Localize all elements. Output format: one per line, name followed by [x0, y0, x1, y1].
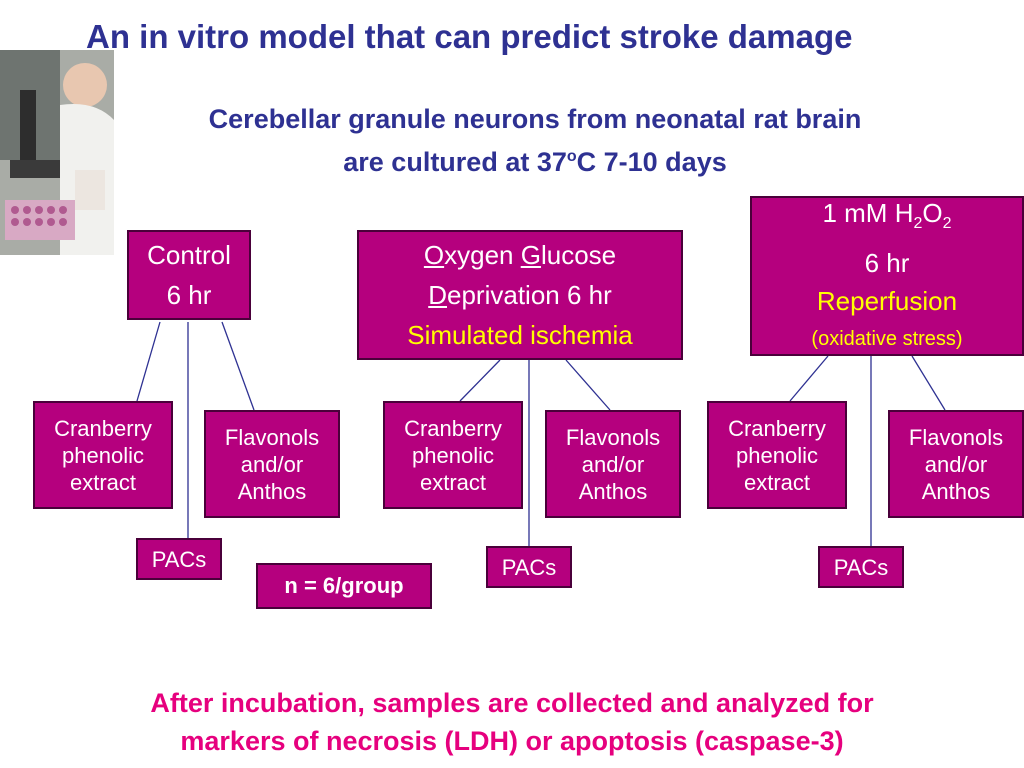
ogd-condition-box: Oxygen Glucose Deprivation 6 hr Simulate… — [357, 230, 683, 360]
pacs-box: PACs — [818, 546, 904, 588]
cranberry-extract-box: Cranberry phenolic extract — [707, 401, 847, 509]
page-title: An in vitro model that can predict strok… — [86, 18, 853, 55]
cranberry-extract-box: Cranberry phenolic extract — [33, 401, 173, 509]
flavonols-box: Flavonols and/or Anthos — [545, 410, 681, 518]
lab-photo-icon — [0, 50, 114, 255]
h2o2-condition-box: 1 mM H2O2 6 hr Reperfusion (oxidative st… — [750, 196, 1024, 356]
flavonols-box: Flavonols and/or Anthos — [204, 410, 340, 518]
control-condition-box: Control 6 hr — [127, 230, 251, 320]
pacs-box: PACs — [136, 538, 222, 580]
flavonols-box: Flavonols and/or Anthos — [888, 410, 1024, 518]
page-subtitle: Cerebellar granule neurons from neonatal… — [208, 104, 862, 177]
cranberry-extract-box: Cranberry phenolic extract — [383, 401, 523, 509]
pacs-box: PACs — [486, 546, 572, 588]
group-size-label: n = 6/group — [256, 563, 432, 609]
footer-note: After incubation, samples are collected … — [150, 688, 874, 756]
